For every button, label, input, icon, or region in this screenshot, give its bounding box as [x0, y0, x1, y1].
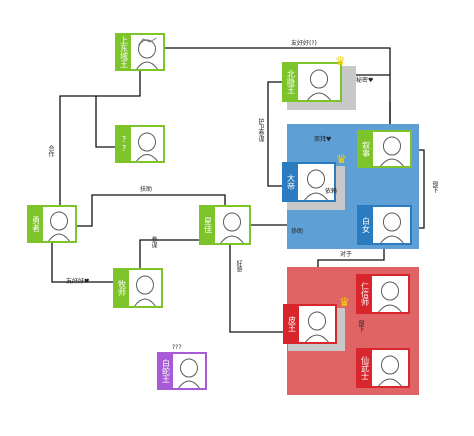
portrait-icon — [298, 64, 340, 101]
label-support: 扶助 — [140, 186, 153, 193]
northmoon-crown-icon: ♛ — [335, 54, 346, 68]
label-friends-q: 友好好(?) — [291, 40, 317, 47]
portrait-icon — [372, 350, 408, 387]
portrait-icon — [373, 132, 410, 167]
node-hero-label: 勇者 — [29, 207, 43, 241]
portrait-icon — [372, 276, 408, 313]
node-priest-label: 牧师 — [115, 270, 129, 306]
portrait-icon — [173, 354, 205, 389]
connector-line — [139, 239, 199, 268]
node-white-girl-label: 白女 — [359, 207, 373, 243]
node-shangdian[interactable]: 上东域王 — [115, 33, 165, 71]
portrait-icon — [299, 306, 335, 343]
node-believer[interactable]: 仁信师 — [356, 274, 410, 314]
queen-crown-icon: ♛ — [339, 295, 350, 309]
label-subordinate: 部下 — [431, 181, 438, 193]
label-collaborate: 协助 — [291, 228, 304, 235]
node-white-girl[interactable]: 白女 — [357, 205, 412, 245]
node-white-snake[interactable]: 白蛇王 — [157, 352, 207, 390]
node-astrologer-label: 星佳 — [201, 207, 215, 243]
label-cooperate: 合作 — [47, 145, 54, 157]
label-secret: 秘密♥ — [356, 77, 374, 84]
portrait-icon — [298, 164, 334, 201]
node-hero[interactable]: 勇者 — [27, 205, 77, 243]
node-northmoon-label: 北隐王 — [284, 64, 298, 100]
node-queen-label: 皮王 — [285, 306, 299, 342]
portrait-icon — [373, 207, 410, 244]
node-believer-label: 仁信师 — [358, 276, 372, 312]
node-narrator-label: 叙事 — [359, 132, 373, 166]
connector-line — [77, 194, 226, 227]
connector-line — [59, 71, 141, 205]
connector-line — [229, 245, 283, 333]
label-friend-q2: 对于 — [340, 251, 353, 258]
node-northmoon[interactable]: 北隐王 — [282, 62, 342, 102]
label-worship: 崇拜♥ — [314, 136, 332, 143]
portrait-icon — [129, 270, 161, 307]
label-guard-advisor: 护卫参谋 — [257, 118, 264, 142]
node-narrator[interactable]: 叙事 — [357, 130, 412, 168]
node-astrologer[interactable]: 星佳 — [199, 205, 251, 245]
label-like: 好感 — [235, 260, 242, 272]
portrait-icon — [131, 35, 163, 70]
connector-line — [51, 243, 113, 283]
node-warrior-label: 仙武士 — [358, 350, 372, 386]
connector-line — [165, 47, 391, 130]
label-qqq: ??? — [172, 344, 182, 351]
node-emperor[interactable]: 大帝 — [282, 162, 336, 202]
label-dependent: 依赖 — [325, 188, 338, 195]
label-subordinate2: 部下 — [357, 320, 364, 332]
portrait-icon — [215, 207, 249, 244]
node-unknown-green[interactable]: ?? — [115, 125, 165, 163]
node-priest[interactable]: 牧师 — [113, 268, 163, 308]
node-warrior[interactable]: 仙武士 — [356, 348, 410, 388]
connector-line — [95, 96, 115, 148]
label-friendly-good: 友好好♥ — [66, 278, 90, 285]
narrator-crown-icon: ♛ — [336, 152, 347, 166]
node-queen[interactable]: 皮王 — [283, 304, 337, 344]
node-white-snake-label: 白蛇王 — [159, 354, 173, 388]
connector-line — [267, 81, 282, 187]
portrait-icon — [43, 207, 75, 242]
node-unknown-green-label: ?? — [117, 127, 131, 161]
node-emperor-label: 大帝 — [284, 164, 298, 200]
node-shangdian-label: 上东域王 — [117, 35, 131, 69]
portrait-icon — [131, 127, 163, 162]
label-advisor: 参谋 — [150, 236, 157, 248]
